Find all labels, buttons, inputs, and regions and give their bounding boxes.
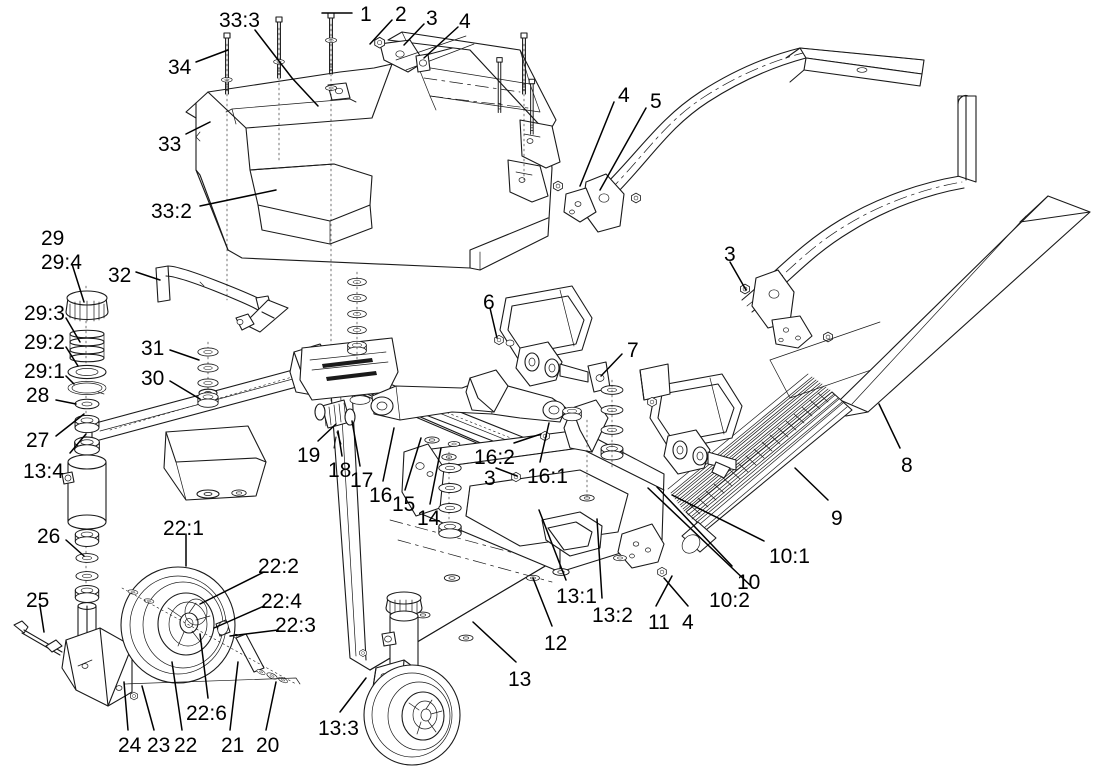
callout-16-2: 16:2 (474, 446, 515, 469)
callout-17: 17 (350, 469, 374, 492)
callout-6: 6 (483, 291, 495, 314)
callout-22-6: 22:6 (186, 702, 227, 725)
callout-33-2: 33:2 (151, 200, 192, 223)
callout-3: 3 (484, 467, 496, 490)
callout-28: 28 (26, 384, 50, 407)
callout-22-4: 22:4 (261, 590, 302, 613)
callout-10: 10 (737, 571, 761, 594)
tube-and-hose (667, 195, 1091, 554)
callout-7: 7 (627, 339, 639, 362)
callout-23: 23 (147, 734, 171, 757)
callout-3: 3 (426, 7, 438, 30)
callout-4: 4 (618, 84, 630, 107)
callout-29-4: 29:4 (41, 251, 82, 274)
callout-27: 27 (26, 429, 50, 452)
callout-30: 30 (141, 367, 165, 390)
callout-18: 18 (328, 459, 352, 482)
callout-21: 21 (221, 734, 245, 757)
rod-32 (155, 265, 289, 333)
handlebar-assembly (553, 47, 977, 399)
callout-29: 29 (41, 227, 65, 250)
callout-22: 22 (174, 734, 198, 757)
callout-29-1: 29:1 (24, 360, 65, 383)
callout-15: 15 (392, 493, 416, 516)
callout-22-1: 22:1 (163, 517, 204, 540)
callout-1: 1 (360, 3, 372, 26)
coil-spring (69, 329, 105, 363)
pedal-assembly (494, 285, 743, 479)
callout-19: 19 (297, 444, 321, 467)
callout-26: 26 (37, 525, 61, 548)
callout-11: 11 (648, 611, 670, 634)
callout-8: 8 (901, 454, 913, 477)
callout-29-3: 29:3 (24, 302, 65, 325)
callout-4: 4 (459, 10, 471, 33)
callout-14: 14 (417, 507, 441, 530)
callout-13-2: 13:2 (592, 604, 633, 627)
callout-4: 4 (682, 611, 694, 634)
callout-22-3: 22:3 (275, 614, 316, 637)
callout-9: 9 (831, 507, 843, 530)
left-wheel-assembly (13, 566, 301, 707)
callout-22-2: 22:2 (258, 555, 299, 578)
callout-13-4: 13:4 (23, 460, 64, 483)
callout-24: 24 (118, 734, 142, 757)
callout-16-1: 16:1 (527, 465, 568, 488)
caster-wheel-assembly (359, 591, 461, 766)
callout-20: 20 (256, 734, 280, 757)
hopper-assembly (185, 31, 561, 271)
callout-31: 31 (141, 337, 165, 360)
callout-32: 32 (108, 264, 132, 287)
callout-10-1: 10:1 (769, 545, 810, 568)
callout-25: 25 (26, 589, 50, 612)
callout-13: 13 (508, 668, 532, 691)
callout-10-2: 10:2 (709, 589, 750, 612)
callout-16: 16 (369, 484, 393, 507)
callout-13-3: 13:3 (318, 717, 359, 740)
drive-arm-assembly (314, 369, 582, 539)
callout-33-3: 33:3 (219, 9, 260, 32)
callout-5: 5 (650, 90, 662, 113)
callout-33: 33 (158, 133, 182, 156)
callout-34: 34 (168, 56, 192, 79)
callout-3: 3 (724, 243, 736, 266)
callout-29-2: 29:2 (24, 331, 65, 354)
callout-2: 2 (395, 3, 407, 26)
hose-ribs (689, 392, 829, 515)
callout-12: 12 (544, 632, 568, 655)
callout-13-1: 13:1 (556, 585, 597, 608)
